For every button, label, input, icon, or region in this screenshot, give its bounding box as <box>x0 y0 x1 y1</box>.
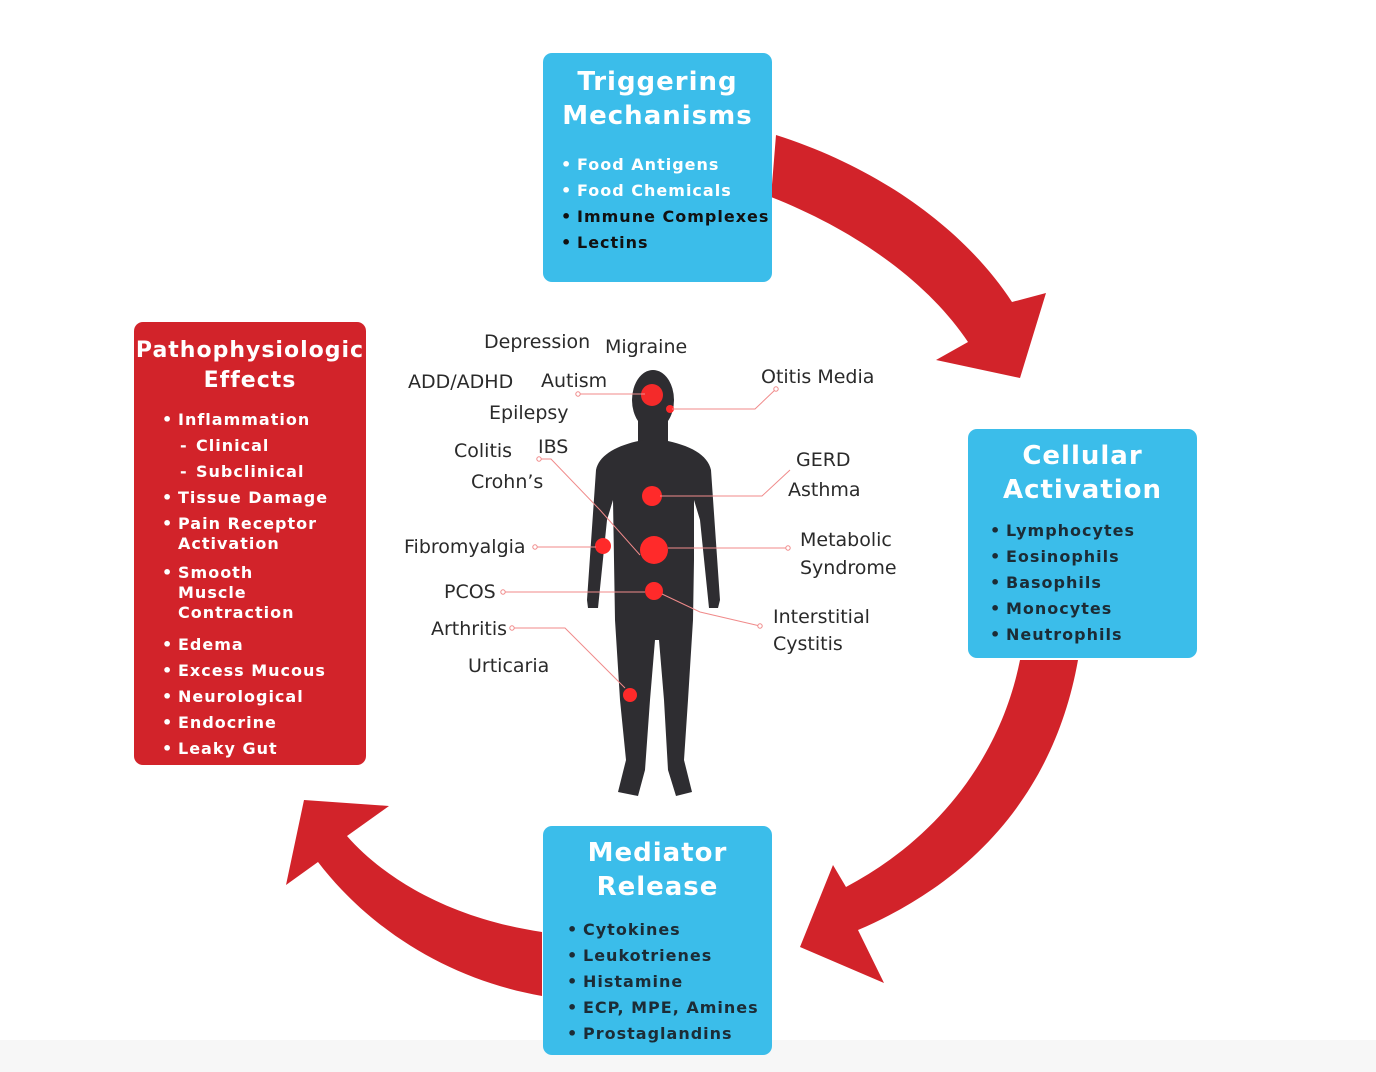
list-item: Edema <box>162 632 366 658</box>
patho-list: Inflammation Clinical Subclinical Tissue… <box>162 407 366 762</box>
list-item: Neutrophils <box>990 622 1197 648</box>
list-item: Leukotrienes <box>567 943 772 969</box>
patho-title-line-1: Pathophysiologic <box>135 338 365 363</box>
triggering-mechanisms-box: Triggering Mechanisms Food Antigens Food… <box>543 53 772 282</box>
label-urticaria: Urticaria <box>468 655 550 677</box>
list-item: Cytokines <box>567 917 772 943</box>
pathophysiologic-effects-box: Pathophysiologic Effects Inflammation Cl… <box>134 322 366 765</box>
hotspots <box>595 384 674 702</box>
list-item: Inflammation <box>162 407 366 433</box>
cellular-title-line-1: Cellular <box>1022 441 1143 471</box>
label-otitis-media: Otitis Media <box>761 366 875 388</box>
label-add-adhd: ADD/ADHD <box>408 371 514 393</box>
label-interstitial-line-1: Interstitial <box>773 606 870 628</box>
hotspot-head <box>641 384 663 406</box>
triggering-list: Food Antigens Food Chemicals Immune Comp… <box>561 152 772 256</box>
list-item: Smooth Muscle Contraction <box>162 563 328 623</box>
list-item: Monocytes <box>990 596 1197 622</box>
leader-lines <box>503 388 791 689</box>
list-item: Immune Complexes <box>561 204 772 230</box>
cellular-title: Cellular Activation <box>968 439 1197 507</box>
triggering-title-line-1: Triggering <box>577 67 738 97</box>
hotspot-pelvis <box>645 582 663 600</box>
list-item: Food Chemicals <box>561 178 772 204</box>
list-item: Eosinophils <box>990 544 1197 570</box>
label-fibromyalgia: Fibromyalgia <box>404 536 526 558</box>
mediator-title-line-2: Release <box>596 872 719 902</box>
list-item: Pain Receptor Activation <box>162 514 328 554</box>
cellular-title-line-2: Activation <box>1002 475 1163 505</box>
label-arthritis: Arthritis <box>431 618 508 640</box>
label-epilepsy: Epilepsy <box>489 402 569 424</box>
list-item: Leaky Gut <box>162 736 366 762</box>
mediator-list: Cytokines Leukotrienes Histamine ECP, MP… <box>567 917 772 1047</box>
list-item: Lymphocytes <box>990 518 1197 544</box>
leader-dots <box>500 386 791 631</box>
hotspot-chest <box>642 486 662 506</box>
list-item: Prostaglandins <box>567 1021 772 1047</box>
label-crohns: Crohn’s <box>471 471 544 493</box>
label-migraine: Migraine <box>605 336 688 358</box>
label-interstitial-line-2: Cystitis <box>773 633 843 655</box>
list-item: Clinical <box>162 433 366 459</box>
list-item: Excess Mucous <box>162 658 366 684</box>
list-item: Neurological <box>162 684 366 710</box>
hotspot-arm <box>595 538 611 554</box>
hotspot-ear <box>666 405 674 413</box>
label-colitis: Colitis <box>454 440 513 462</box>
arrow-cellular-to-mediator <box>800 660 1078 983</box>
patho-title: Pathophysiologic Effects <box>134 336 366 396</box>
list-item: ECP, MPE, Amines <box>567 995 772 1021</box>
triggering-title-line-2: Mechanisms <box>562 101 753 131</box>
triggering-title: Triggering Mechanisms <box>543 65 772 133</box>
hotspot-knee <box>623 688 637 702</box>
label-gerd: GERD <box>796 449 851 471</box>
list-item: Endocrine <box>162 710 366 736</box>
arrow-mediator-to-patho <box>286 800 542 996</box>
arrow-trigger-to-cellular <box>771 135 1046 378</box>
label-metabolic-line-1: Metabolic <box>800 529 892 551</box>
label-autism: Autism <box>541 370 608 392</box>
list-item: Basophils <box>990 570 1197 596</box>
patho-title-line-2: Effects <box>203 368 297 393</box>
label-metabolic-line-2: Syndrome <box>800 557 897 579</box>
cellular-list: Lymphocytes Eosinophils Basophils Monocy… <box>990 518 1197 648</box>
list-item: Subclinical <box>162 459 366 485</box>
label-pcos: PCOS <box>444 581 496 603</box>
cellular-activation-box: Cellular Activation Lymphocytes Eosinoph… <box>968 429 1197 658</box>
list-item: Histamine <box>567 969 772 995</box>
list-item: Tissue Damage <box>162 485 366 511</box>
list-item: Food Antigens <box>561 152 772 178</box>
mediator-title-line-1: Mediator <box>587 838 728 868</box>
label-asthma: Asthma <box>788 479 861 501</box>
mediator-release-box: Mediator Release Cytokines Leukotrienes … <box>543 826 772 1055</box>
list-item: Lectins <box>561 230 772 256</box>
label-ibs: IBS <box>538 436 569 458</box>
mediator-title: Mediator Release <box>543 836 772 904</box>
label-depression: Depression <box>484 331 591 353</box>
hotspot-abdomen <box>640 536 668 564</box>
